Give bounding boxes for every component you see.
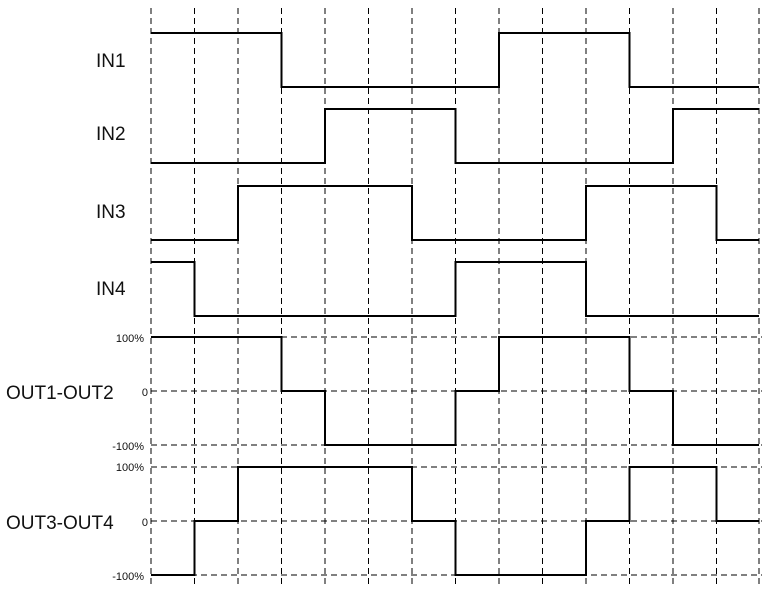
- out3-out4-label: OUT3-OUT4: [6, 513, 114, 534]
- out3-out4-waveform: [151, 466, 759, 576]
- in3-waveform: [151, 185, 759, 241]
- out1-out2-tick-zero: 0: [142, 387, 148, 399]
- in4-waveform: [151, 261, 759, 317]
- out1-out2-waveform: [151, 336, 759, 446]
- in2-label: IN2: [96, 124, 126, 145]
- out3-out4-tick-zero: 0: [142, 517, 148, 529]
- out3-out4-tick-top: 100%: [116, 462, 144, 474]
- out1-out2-tick-top: 100%: [116, 333, 144, 345]
- out3-out4-tick-bottom: -100%: [112, 571, 144, 583]
- in3-label: IN3: [96, 202, 126, 223]
- in4-label: IN4: [96, 279, 126, 300]
- in2-waveform: [151, 108, 759, 164]
- out1-out2-tick-bottom: -100%: [112, 441, 144, 453]
- in1-label: IN1: [96, 51, 126, 72]
- in1-waveform: [151, 32, 759, 88]
- out1-out2-label: OUT1-OUT2: [6, 383, 114, 404]
